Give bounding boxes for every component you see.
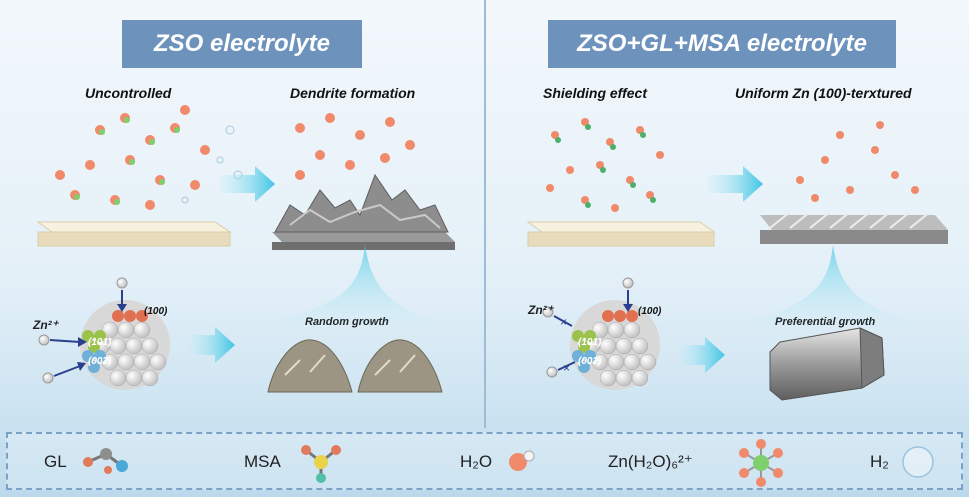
legend-msa-label: MSA	[244, 452, 281, 471]
left-facet-101-label: (101)	[88, 337, 112, 348]
diagram-artwork: × ×	[36, 105, 948, 401]
left-dendrite-substrate	[272, 173, 455, 250]
right-ion-arrows: × ×	[542, 277, 634, 378]
legend-gl-label: GL	[44, 452, 67, 471]
right-complex-cloud	[546, 118, 664, 212]
right-arrow-1	[708, 166, 763, 202]
left-complex-cloud	[55, 105, 243, 210]
right-complexes-settled	[796, 121, 919, 202]
right-hexagonal-rod	[769, 327, 885, 401]
left-ion-arrows	[38, 277, 128, 384]
legend-h2o-label: H₂O	[460, 452, 493, 471]
legend-complex-label: Zn(H₂O)₆²⁺	[608, 452, 693, 471]
right-facet-101-label: (101)	[578, 337, 602, 348]
left-facet-100-label: (100)	[144, 306, 168, 317]
right-textured-substrate	[760, 211, 948, 244]
right-arrow-2	[680, 337, 725, 373]
legend-h2-label: H₂	[870, 452, 889, 471]
left-random-growth-piles	[267, 339, 443, 393]
svg-text:×: ×	[560, 315, 567, 329]
right-substrate-1	[526, 221, 716, 247]
left-facet-002-label: (002)	[88, 356, 112, 367]
right-zn-ion-label: Zn²⁺	[528, 303, 553, 317]
right-stage1-label: Shielding effect	[543, 85, 647, 101]
legend-gl-icon	[83, 448, 128, 474]
panel-divider	[484, 0, 486, 428]
left-substrate-1	[36, 221, 232, 247]
legend-complex-icon	[739, 439, 783, 487]
left-arrow-1	[220, 166, 275, 202]
legend-msa-icon	[301, 445, 341, 483]
right-stage2-label: Uniform Zn (100)-terxtured	[735, 85, 912, 101]
left-stage1-label: Uncontrolled	[85, 85, 172, 101]
right-facet-002-label: (002)	[578, 356, 602, 367]
left-zoom-cone	[262, 245, 440, 325]
right-facet-100-label: (100)	[638, 306, 662, 317]
legend-h2o-icon	[509, 450, 535, 471]
left-zn-crystal	[80, 300, 170, 390]
svg-text:×: ×	[563, 361, 570, 375]
right-panel-title: ZSO+GL+MSA electrolyte	[548, 20, 896, 68]
right-zoom-cone	[738, 245, 920, 325]
legend-h2-bubble-icon	[902, 446, 934, 478]
legend: GL MSA H₂O Zn(H₂O)₆²⁺	[6, 432, 963, 490]
left-stage2-label: Dendrite formation	[290, 85, 416, 101]
left-dendrite-complexes	[295, 113, 415, 180]
left-panel-title: ZSO electrolyte	[122, 20, 362, 68]
left-zn-ion-label: Zn²⁺	[33, 318, 58, 332]
right-zn-crystal	[570, 300, 660, 390]
left-arrow-2	[190, 327, 235, 363]
